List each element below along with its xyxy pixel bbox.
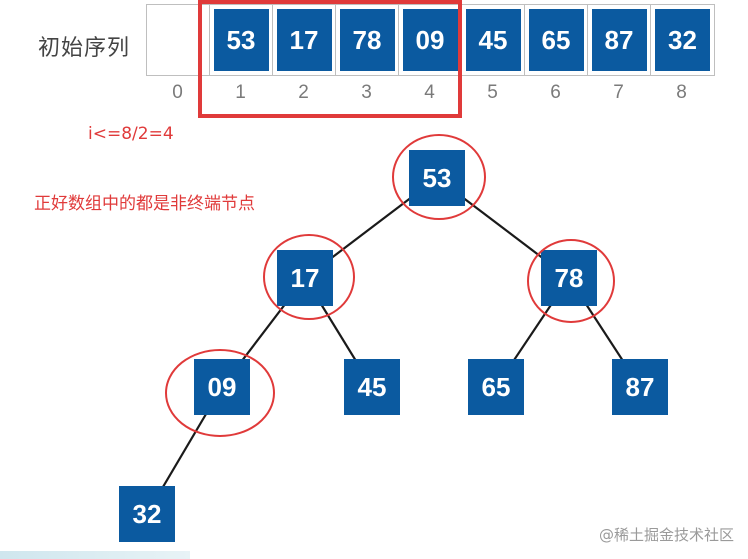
tree-node-87: 87 <box>612 359 668 415</box>
tree-node-box <box>194 359 250 415</box>
array-cell-8: 32 <box>651 5 714 75</box>
array-cell-3: 78 <box>336 5 399 75</box>
tree-node-label: 17 <box>291 263 320 293</box>
tree-node-label: 78 <box>555 263 584 293</box>
tree-node-box <box>409 150 465 206</box>
array-value-2: 17 <box>276 9 332 71</box>
tree-node-box <box>468 359 524 415</box>
array-value-3: 78 <box>339 9 395 71</box>
highlight-circle <box>263 234 355 320</box>
array-index-8: 8 <box>676 82 687 103</box>
array-cell-5: 45 <box>462 5 525 75</box>
tree-node-label: 45 <box>358 372 387 402</box>
array-index-1: 1 <box>235 82 246 103</box>
tree-nodes: 53 17 78 09 45 65 87 32 <box>119 150 668 542</box>
array-index-7: 7 <box>613 82 624 103</box>
tree-node-53: 53 <box>409 150 465 206</box>
tree-node-box <box>541 250 597 306</box>
array-cell-1: 53 <box>210 5 273 75</box>
tree-node-label: 32 <box>133 499 162 529</box>
array-index-6: 6 <box>550 82 561 103</box>
array-index-5: 5 <box>487 82 498 103</box>
array-row: 53 17 78 09 45 65 87 32 <box>146 4 715 76</box>
array-index-2: 2 <box>298 82 309 103</box>
array-cell-2: 17 <box>273 5 336 75</box>
tree-node-label: 53 <box>423 163 452 193</box>
tree-node-label: 65 <box>482 372 511 402</box>
array-value-6: 65 <box>528 9 584 71</box>
description-note: 正好数组中的都是非终端节点 <box>34 194 255 214</box>
tree-edges <box>146 177 641 515</box>
bottom-strip <box>0 551 190 559</box>
tree-node-09: 09 <box>194 359 250 415</box>
tree-node-17: 17 <box>277 250 333 306</box>
highlight-circle <box>527 239 615 323</box>
array-index-0: 0 <box>172 82 183 103</box>
array-value-5: 45 <box>465 9 521 71</box>
array-index-3: 3 <box>361 82 372 103</box>
tree-circles <box>165 134 615 437</box>
array-cell-6: 65 <box>525 5 588 75</box>
array-cell-7: 87 <box>588 5 651 75</box>
array-value-4: 09 <box>402 9 458 71</box>
tree-node-box <box>119 486 175 542</box>
watermark: @稀土掘金技术社区 <box>598 526 734 544</box>
array-index-4: 4 <box>424 82 435 103</box>
tree-node-65: 65 <box>468 359 524 415</box>
array-value-1: 53 <box>213 9 269 71</box>
tree-node-label: 87 <box>626 372 655 402</box>
tree-node-box <box>277 250 333 306</box>
tree-node-45: 45 <box>344 359 400 415</box>
array-value-7: 87 <box>591 9 647 71</box>
condition-note: i<=8/2=4 <box>88 124 174 144</box>
tree-node-32: 32 <box>119 486 175 542</box>
highlight-circle <box>165 349 275 437</box>
highlight-circle <box>392 134 486 220</box>
array-value-8: 32 <box>655 9 710 71</box>
sequence-label: 初始序列 <box>38 36 131 61</box>
tree-node-box <box>344 359 400 415</box>
tree-node-78: 78 <box>541 250 597 306</box>
tree-node-label: 09 <box>208 372 237 402</box>
tree-node-box <box>612 359 668 415</box>
index-row: 0 1 2 3 4 5 6 7 8 <box>146 82 713 104</box>
highlight-box <box>198 0 462 118</box>
